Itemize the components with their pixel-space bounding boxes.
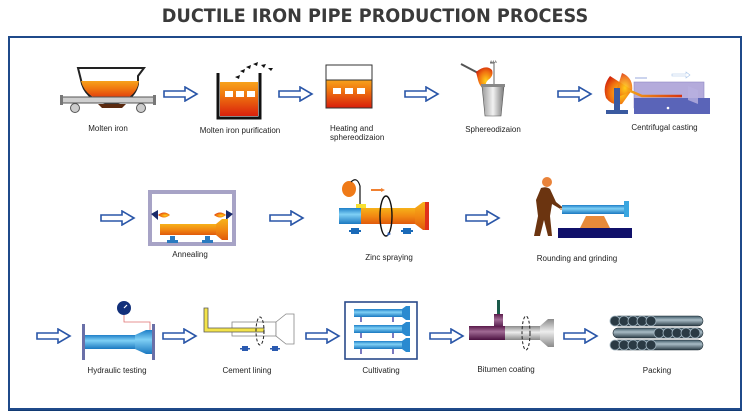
step-centrifugal-casting: Centrifugal casting — [602, 68, 712, 138]
pipe-stack-icon — [609, 315, 704, 351]
grinding-worker-icon — [534, 177, 632, 238]
svg-text:ᴬᴬᴬ: ᴬᴬᴬ — [489, 60, 498, 66]
flow-arrow-icon — [163, 86, 199, 102]
step-molten-iron-purification: Molten iron purification — [200, 58, 315, 135]
flow-arrow-icon — [557, 86, 593, 102]
step-label: Cultivating — [362, 366, 400, 375]
step-molten-iron: Molten iron — [58, 64, 158, 133]
hydraulic-test-icon — [82, 301, 155, 360]
step-label: Packing — [642, 366, 672, 375]
flow-arrow-icon — [305, 328, 341, 344]
step-packing: Packing — [607, 310, 717, 380]
flow-arrow-icon — [269, 210, 305, 226]
step-label: Centrifugal casting — [631, 123, 698, 132]
step-label: Sphereodizaion — [465, 125, 521, 134]
flow-arrow-icon — [100, 210, 136, 226]
annealing-furnace-icon — [148, 190, 236, 246]
flow-arrow-icon — [429, 328, 465, 344]
flow-arrow-icon — [278, 86, 314, 102]
step-label: Bitumen coating — [477, 365, 535, 374]
flow-arrow-icon — [36, 328, 72, 344]
step-label: sphereodizaion — [330, 133, 385, 142]
step-label: Annealing — [172, 250, 208, 259]
flow-arrow-icon — [404, 86, 440, 102]
step-cultivating: Cultivating — [344, 301, 424, 381]
step-label: Rounding and grinding — [536, 254, 618, 263]
step-hydraulic-testing: Hydraulic testing — [80, 300, 160, 380]
step-label: Heating and — [330, 124, 374, 133]
pouring-bucket-icon: ᴬᴬᴬ — [460, 60, 505, 117]
zinc-spray-icon — [339, 179, 429, 237]
step-cement-lining: Cement lining — [202, 306, 302, 378]
flow-arrow-icon — [563, 328, 599, 344]
centrifugal-caster-icon — [604, 71, 710, 114]
step-bitumen-coating: Bitumen coating — [468, 300, 568, 382]
ladle-cart-icon — [60, 67, 156, 113]
step-rounding-grinding: Rounding and grinding — [522, 176, 632, 268]
flow-arrow-icon — [162, 328, 198, 344]
step-zinc-spraying: Zinc spraying — [337, 178, 437, 268]
bitumen-coating-icon — [469, 300, 554, 351]
step-label: Molten iron purification — [199, 126, 281, 135]
cement-lining-icon — [203, 307, 295, 351]
purification-tank-icon — [216, 62, 273, 120]
step-label: Zinc spraying — [365, 253, 413, 262]
cultivating-rack-icon — [344, 301, 418, 360]
step-label: Hydraulic testing — [87, 366, 147, 375]
step-sphereodizaion: ᴬᴬᴬ Sphereodizaion — [460, 58, 540, 138]
page-title: DUCTILE IRON PIPE PRODUCTION PROCESS — [161, 5, 589, 27]
heating-furnace-icon — [325, 64, 373, 109]
step-label: Cement lining — [222, 366, 272, 375]
step-annealing: Annealing — [148, 190, 238, 270]
step-heating-sphereodizaion: Heating and sphereodizaion — [325, 64, 395, 144]
flow-arrow-icon — [465, 210, 501, 226]
step-label: Molten iron — [88, 124, 128, 133]
